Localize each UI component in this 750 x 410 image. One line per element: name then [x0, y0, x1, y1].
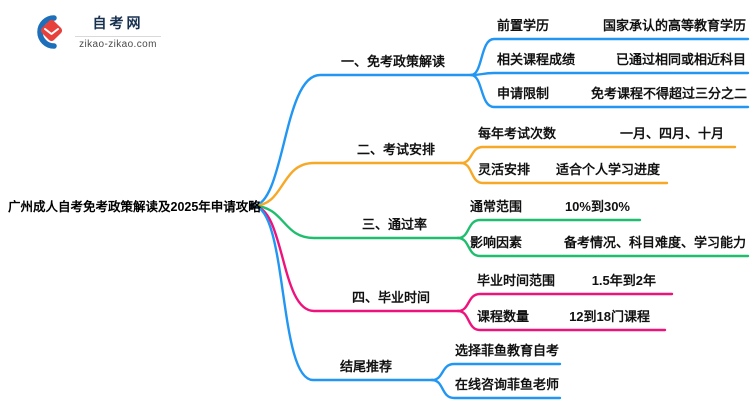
logo-divider — [75, 36, 161, 37]
logo-title: 自考网 — [92, 15, 144, 31]
leaf-label: 每年考试次数 — [478, 126, 557, 141]
leaf-value: 12到18门课程 — [569, 309, 650, 324]
leaf-label: 课程数量 — [477, 309, 530, 324]
branch-label-graduation-time: 四、毕业时间 — [352, 290, 431, 305]
leaf-value: 一月、四月、十月 — [619, 126, 724, 141]
leaf-value: 适合个人学习进度 — [555, 162, 660, 177]
branch-label-exam-schedule: 二、考试安排 — [357, 142, 436, 157]
root-junction-dot — [249, 203, 255, 209]
leaf-label: 前置学历 — [497, 18, 550, 33]
branch-label-exemption-policy: 一、免考政策解读 — [341, 54, 446, 69]
leaf-label: 通常范围 — [470, 199, 523, 214]
leaf-value: 已通过相同或相近科目 — [615, 52, 746, 67]
graduation-cap-icon — [37, 14, 63, 49]
leaf-label: 在线咨询菲鱼老师 — [455, 377, 560, 392]
leaf-label: 申请限制 — [497, 86, 550, 101]
leaf-value: 免考课程不得超过三分之二 — [590, 86, 747, 101]
leaf-label: 影响因素 — [470, 235, 523, 250]
central-topic: 广州成人自考免考政策解读及2025年申请攻略 — [8, 200, 261, 214]
leaf-value: 备考情况、科目难度、学习能力 — [563, 235, 746, 250]
logo-domain: zikao-zikao.com — [79, 39, 157, 50]
leaf-value: 10%到30% — [564, 199, 630, 214]
logo: 自考网 zikao-zikao.com — [33, 13, 161, 50]
branch-label-pass-rate: 三、通过率 — [362, 217, 428, 232]
leaf-value: 国家承认的高等教育学历 — [602, 18, 746, 33]
leaf-label: 毕业时间范围 — [477, 273, 556, 288]
leaf-label: 相关课程成绩 — [497, 52, 576, 67]
leaf-label: 选择菲鱼教育自考 — [455, 343, 560, 358]
leaf-label: 灵活安排 — [478, 162, 531, 177]
leaf-value: 1.5年到2年 — [591, 273, 656, 288]
branch-label-recommendation: 结尾推荐 — [340, 359, 393, 374]
